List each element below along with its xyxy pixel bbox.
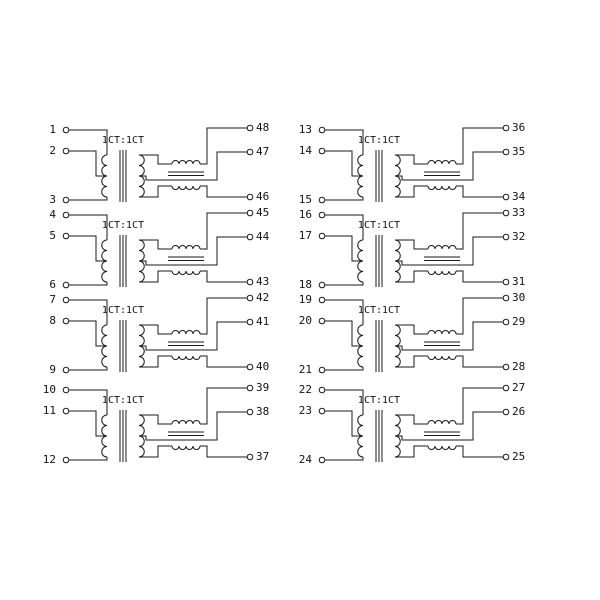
pin-label: 4 [49, 208, 56, 221]
pin-label: 5 [49, 229, 56, 242]
transformer-schematic [62, 294, 254, 374]
pin-label: 43 [256, 275, 270, 288]
transformer-schematic [62, 209, 254, 289]
pin-label: 21 [298, 363, 312, 376]
pin-label: 23 [298, 404, 312, 417]
pin-label: 37 [256, 450, 270, 463]
turns-ratio-label: 1CT:1CT [101, 395, 145, 406]
pin-label: 6 [49, 278, 56, 291]
pin-label: 31 [512, 275, 526, 288]
pin-label: 3 [49, 193, 56, 206]
pin-label: 19 [298, 293, 312, 306]
pin-label: 36 [512, 121, 526, 134]
transformer-unit-7: 19 20 21 30 29 28 1CT:1CT [299, 291, 534, 384]
transformer-schematic [62, 384, 254, 464]
transformer-unit-1: 1 2 3 48 47 46 1CT:1CT [44, 122, 278, 214]
pin-label: 17 [298, 229, 312, 242]
transformer-schematic [318, 294, 510, 374]
pin-label: 41 [256, 315, 270, 328]
transformer-schematic [318, 384, 510, 464]
pin-label: 1 [49, 123, 56, 136]
pin-label: 15 [298, 193, 312, 206]
pin-label: 27 [512, 381, 526, 394]
transformer-unit-5: 13 14 15 36 35 34 1CT:1CT [299, 121, 534, 214]
pin-label: 33 [512, 206, 526, 219]
transformer-unit-6: 16 17 18 33 32 31 1CT:1CT [299, 206, 534, 299]
transformer-unit-3: 7 8 9 42 41 40 1CT:1CT [44, 292, 278, 384]
pin-label: 26 [512, 405, 526, 418]
pin-label: 44 [256, 230, 270, 243]
pin-label: 40 [256, 360, 270, 373]
pin-label: 12 [42, 453, 56, 466]
pin-label: 18 [298, 278, 312, 291]
pin-label: 24 [298, 453, 312, 466]
pin-label: 10 [42, 383, 56, 396]
pin-label: 22 [298, 383, 312, 396]
turns-ratio-label: 1CT:1CT [101, 305, 145, 316]
pin-label: 35 [512, 145, 526, 158]
pin-label: 13 [298, 123, 312, 136]
turns-ratio-label: 1CT:1CT [357, 395, 401, 406]
pin-label: 48 [256, 121, 270, 134]
pin-label: 11 [42, 404, 56, 417]
transformer-unit-2: 4 5 6 45 44 43 1CT:1CT [44, 207, 278, 299]
pin-label: 34 [512, 190, 526, 203]
turns-ratio-label: 1CT:1CT [357, 220, 401, 231]
pin-label: 32 [512, 230, 526, 243]
pin-label: 46 [256, 190, 270, 203]
pin-label: 14 [298, 144, 312, 157]
pin-label: 45 [256, 206, 270, 219]
pin-label: 38 [256, 405, 270, 418]
pin-label: 7 [49, 293, 56, 306]
pin-label: 29 [512, 315, 526, 328]
transformer-unit-8: 22 23 24 27 26 25 1CT:1CT [299, 381, 534, 474]
pin-label: 47 [256, 145, 270, 158]
turns-ratio-label: 1CT:1CT [101, 135, 145, 146]
turns-ratio-label: 1CT:1CT [357, 305, 401, 316]
turns-ratio-label: 1CT:1CT [101, 220, 145, 231]
transformer-unit-4: 10 11 12 39 38 37 1CT:1CT [43, 381, 278, 474]
pin-label: 30 [512, 291, 526, 304]
pin-label: 39 [256, 381, 270, 394]
transformer-schematic [62, 124, 254, 204]
transformer-schematic [318, 209, 510, 289]
turns-ratio-label: 1CT:1CT [357, 135, 401, 146]
transformer-schematic [318, 124, 510, 204]
pin-label: 42 [256, 291, 270, 304]
pin-label: 25 [512, 450, 526, 463]
pin-label: 20 [298, 314, 312, 327]
pin-label: 2 [49, 144, 56, 157]
pin-label: 8 [49, 314, 56, 327]
pin-label: 16 [298, 208, 312, 221]
pin-label: 28 [512, 360, 526, 373]
pin-label: 9 [49, 363, 56, 376]
